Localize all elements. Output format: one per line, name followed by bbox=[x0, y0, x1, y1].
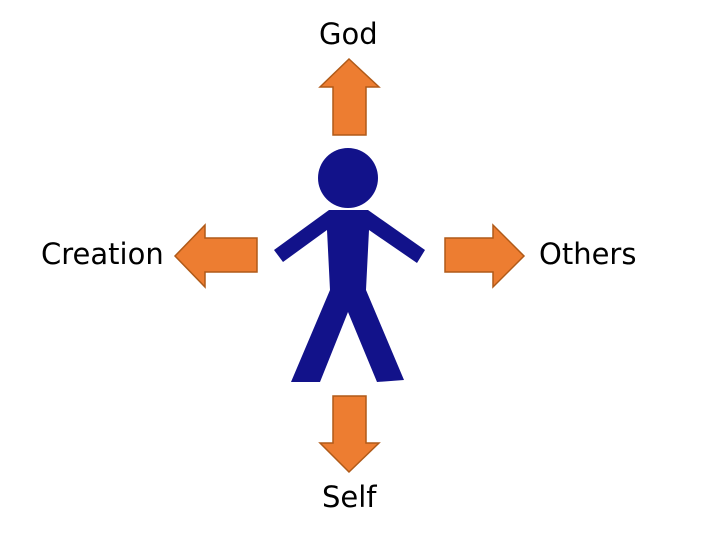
arrow-left-icon bbox=[173, 223, 258, 289]
stick-figure-icon bbox=[274, 148, 425, 382]
figure-body bbox=[274, 210, 425, 382]
label-right: Others bbox=[539, 237, 637, 271]
label-top: God bbox=[319, 17, 378, 51]
label-left: Creation bbox=[41, 237, 164, 271]
arrow-up-icon bbox=[318, 57, 381, 136]
arrow-down-icon bbox=[318, 395, 381, 474]
arrow-right-icon bbox=[444, 223, 526, 289]
figure-head bbox=[318, 148, 378, 208]
label-bottom: Self bbox=[322, 480, 377, 514]
